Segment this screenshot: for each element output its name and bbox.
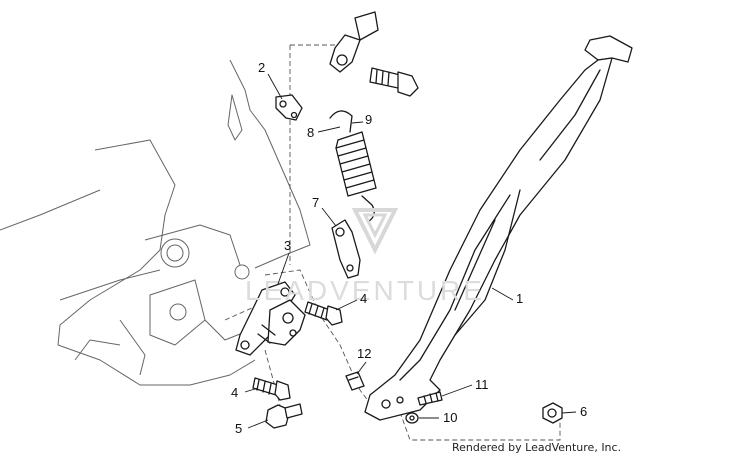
- callout-5: 5: [235, 421, 242, 436]
- bolt-upper: [304, 301, 343, 326]
- callout-2: 2: [258, 60, 265, 75]
- callout-9: 9: [365, 112, 372, 127]
- hex-nut: [542, 402, 563, 424]
- side-stand: [364, 35, 633, 421]
- callout-4-upper: 4: [360, 291, 367, 306]
- callout-10: 10: [443, 410, 457, 425]
- callout-labels: 1 2 3 4 4 5 6 7 8 9 10 11 12: [231, 60, 587, 436]
- callout-7: 7: [312, 195, 319, 210]
- set-screw: [345, 371, 365, 391]
- callout-4-lower: 4: [231, 385, 238, 400]
- callout-8: 8: [307, 125, 314, 140]
- screw: [417, 391, 443, 406]
- callout-1: 1: [516, 291, 523, 306]
- callout-11: 11: [475, 377, 489, 392]
- watermark: LEADVENTURE: [245, 208, 485, 306]
- connector-rod-end: [329, 11, 379, 73]
- callout-6: 6: [580, 404, 587, 419]
- spring-plate: [331, 219, 361, 279]
- callout-12: 12: [357, 346, 371, 361]
- bolt-lower: [252, 377, 291, 401]
- leader-lines: [244, 73, 577, 429]
- render-credit: Rendered by LeadVenture, Inc.: [452, 441, 621, 454]
- washer: [405, 412, 419, 424]
- stand-bracket: [235, 281, 306, 356]
- pivot-bolt-top: [369, 67, 419, 97]
- shoulder-bolt: [265, 403, 303, 429]
- bracket-plate: [275, 94, 303, 121]
- callout-3: 3: [284, 238, 291, 253]
- watermark-text: LEADVENTURE: [245, 275, 485, 306]
- engine-frame-outline: [0, 59, 311, 386]
- return-spring: [329, 110, 377, 223]
